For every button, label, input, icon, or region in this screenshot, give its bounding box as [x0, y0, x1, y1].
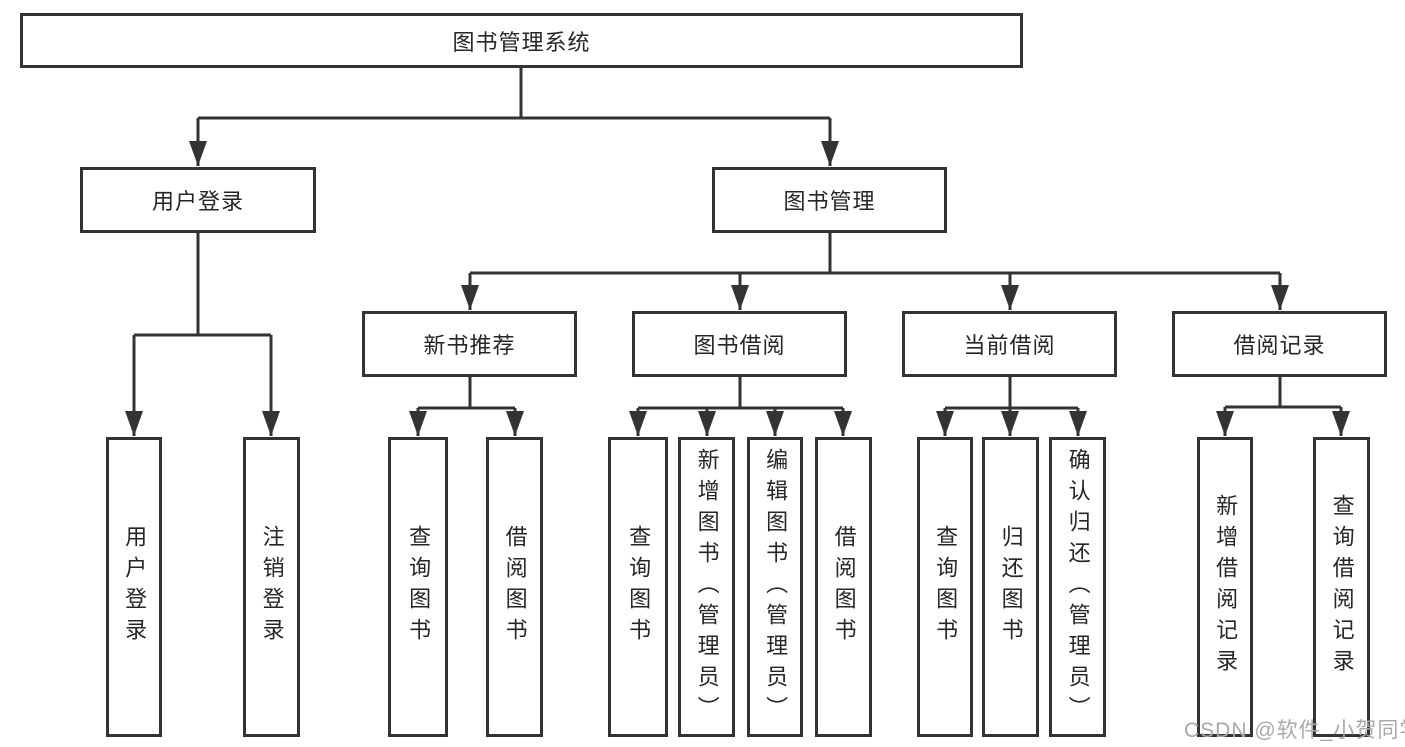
leaf-query-borrow-record: 查询借阅记录 — [1313, 437, 1370, 737]
watermark: CSDN @软件_小贺同学 — [1184, 719, 1405, 742]
node-label: 查询图书 — [626, 525, 652, 649]
node-label: 归还图书 — [998, 525, 1024, 649]
node-label: 查询借阅记录 — [1329, 494, 1355, 680]
leaf-query-books-borrowing: 查询图书 — [608, 437, 668, 737]
leaf-logout: 注销登录 — [243, 437, 300, 737]
leaf-add-borrow-record: 新增借阅记录 — [1197, 437, 1253, 737]
node-label: 新增图书（管理员） — [694, 447, 720, 727]
node-book-management-branch: 图书管理 — [712, 167, 947, 233]
leaf-user-login: 用户登录 — [106, 437, 162, 737]
node-label: 查询图书 — [933, 525, 959, 649]
node-current-borrowing: 当前借阅 — [902, 311, 1117, 377]
node-library-management-system: 图书管理系统 — [20, 13, 1023, 68]
node-new-book-recommend: 新书推荐 — [362, 311, 577, 377]
node-borrowing-records: 借阅记录 — [1172, 311, 1387, 377]
leaf-borrow-books-recommend: 借阅图书 — [486, 437, 543, 737]
leaf-return-books: 归还图书 — [982, 437, 1039, 737]
node-label: 查询图书 — [406, 525, 432, 649]
node-label: 借阅图书 — [831, 525, 857, 649]
node-label: 新增借阅记录 — [1213, 494, 1239, 680]
node-label: 注销登录 — [259, 525, 285, 649]
node-user-login-branch: 用户登录 — [80, 167, 316, 233]
node-book-borrowing: 图书借阅 — [632, 311, 847, 377]
node-label: 用户登录 — [122, 525, 148, 649]
leaf-confirm-return-admin: 确认归还（管理员） — [1049, 437, 1106, 737]
node-label: 确认归还（管理员） — [1065, 447, 1091, 727]
leaf-add-book-admin: 新增图书（管理员） — [678, 437, 735, 737]
leaf-query-books-recommend: 查询图书 — [388, 437, 448, 737]
leaf-edit-book-admin: 编辑图书（管理员） — [747, 437, 803, 737]
leaf-borrow-books: 借阅图书 — [815, 437, 872, 737]
leaf-query-books-current: 查询图书 — [917, 437, 973, 737]
node-label: 借阅图书 — [502, 525, 528, 649]
node-label: 编辑图书（管理员） — [763, 447, 789, 727]
